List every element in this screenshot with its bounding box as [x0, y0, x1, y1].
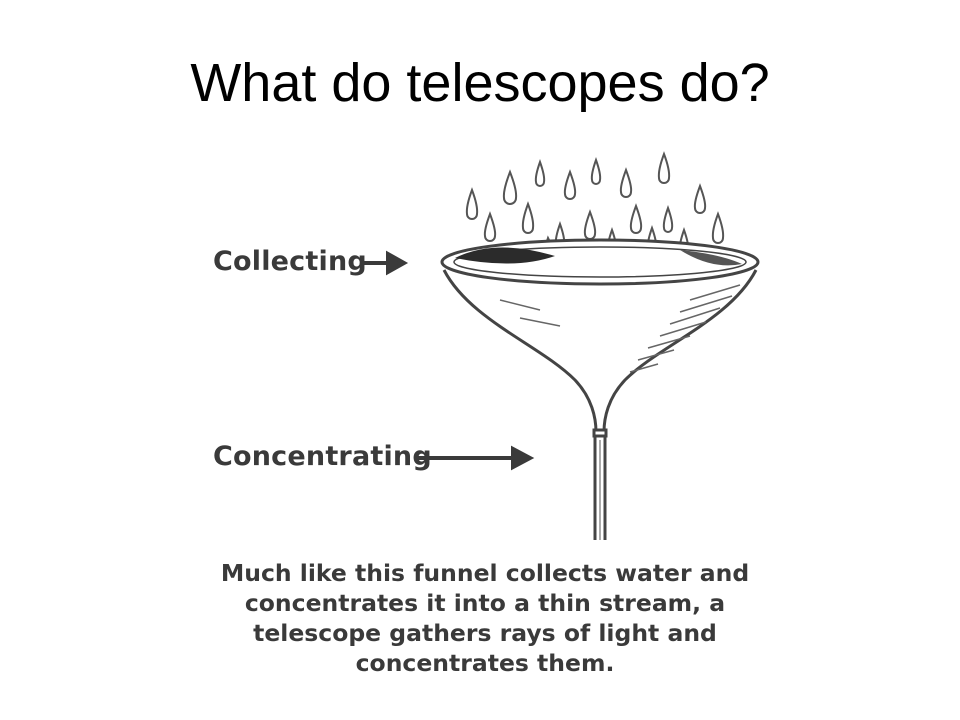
concentrating-label: Concentrating	[213, 441, 432, 472]
slide-title: What do telescopes do?	[190, 53, 770, 113]
caption-line: concentrates them.	[355, 649, 615, 677]
concentrating-arrow-icon	[418, 445, 535, 471]
collecting-arrow-icon	[362, 250, 409, 276]
diagram-caption: Much like this funnel collects water and…	[190, 558, 780, 678]
caption-line: telescope gathers rays of light and	[253, 619, 717, 647]
collecting-label: Collecting	[213, 246, 367, 277]
caption-line: concentrates it into a thin stream, a	[244, 589, 726, 617]
caption-line: Much like this funnel collects water and	[220, 559, 750, 587]
funnel-icon	[440, 238, 760, 540]
